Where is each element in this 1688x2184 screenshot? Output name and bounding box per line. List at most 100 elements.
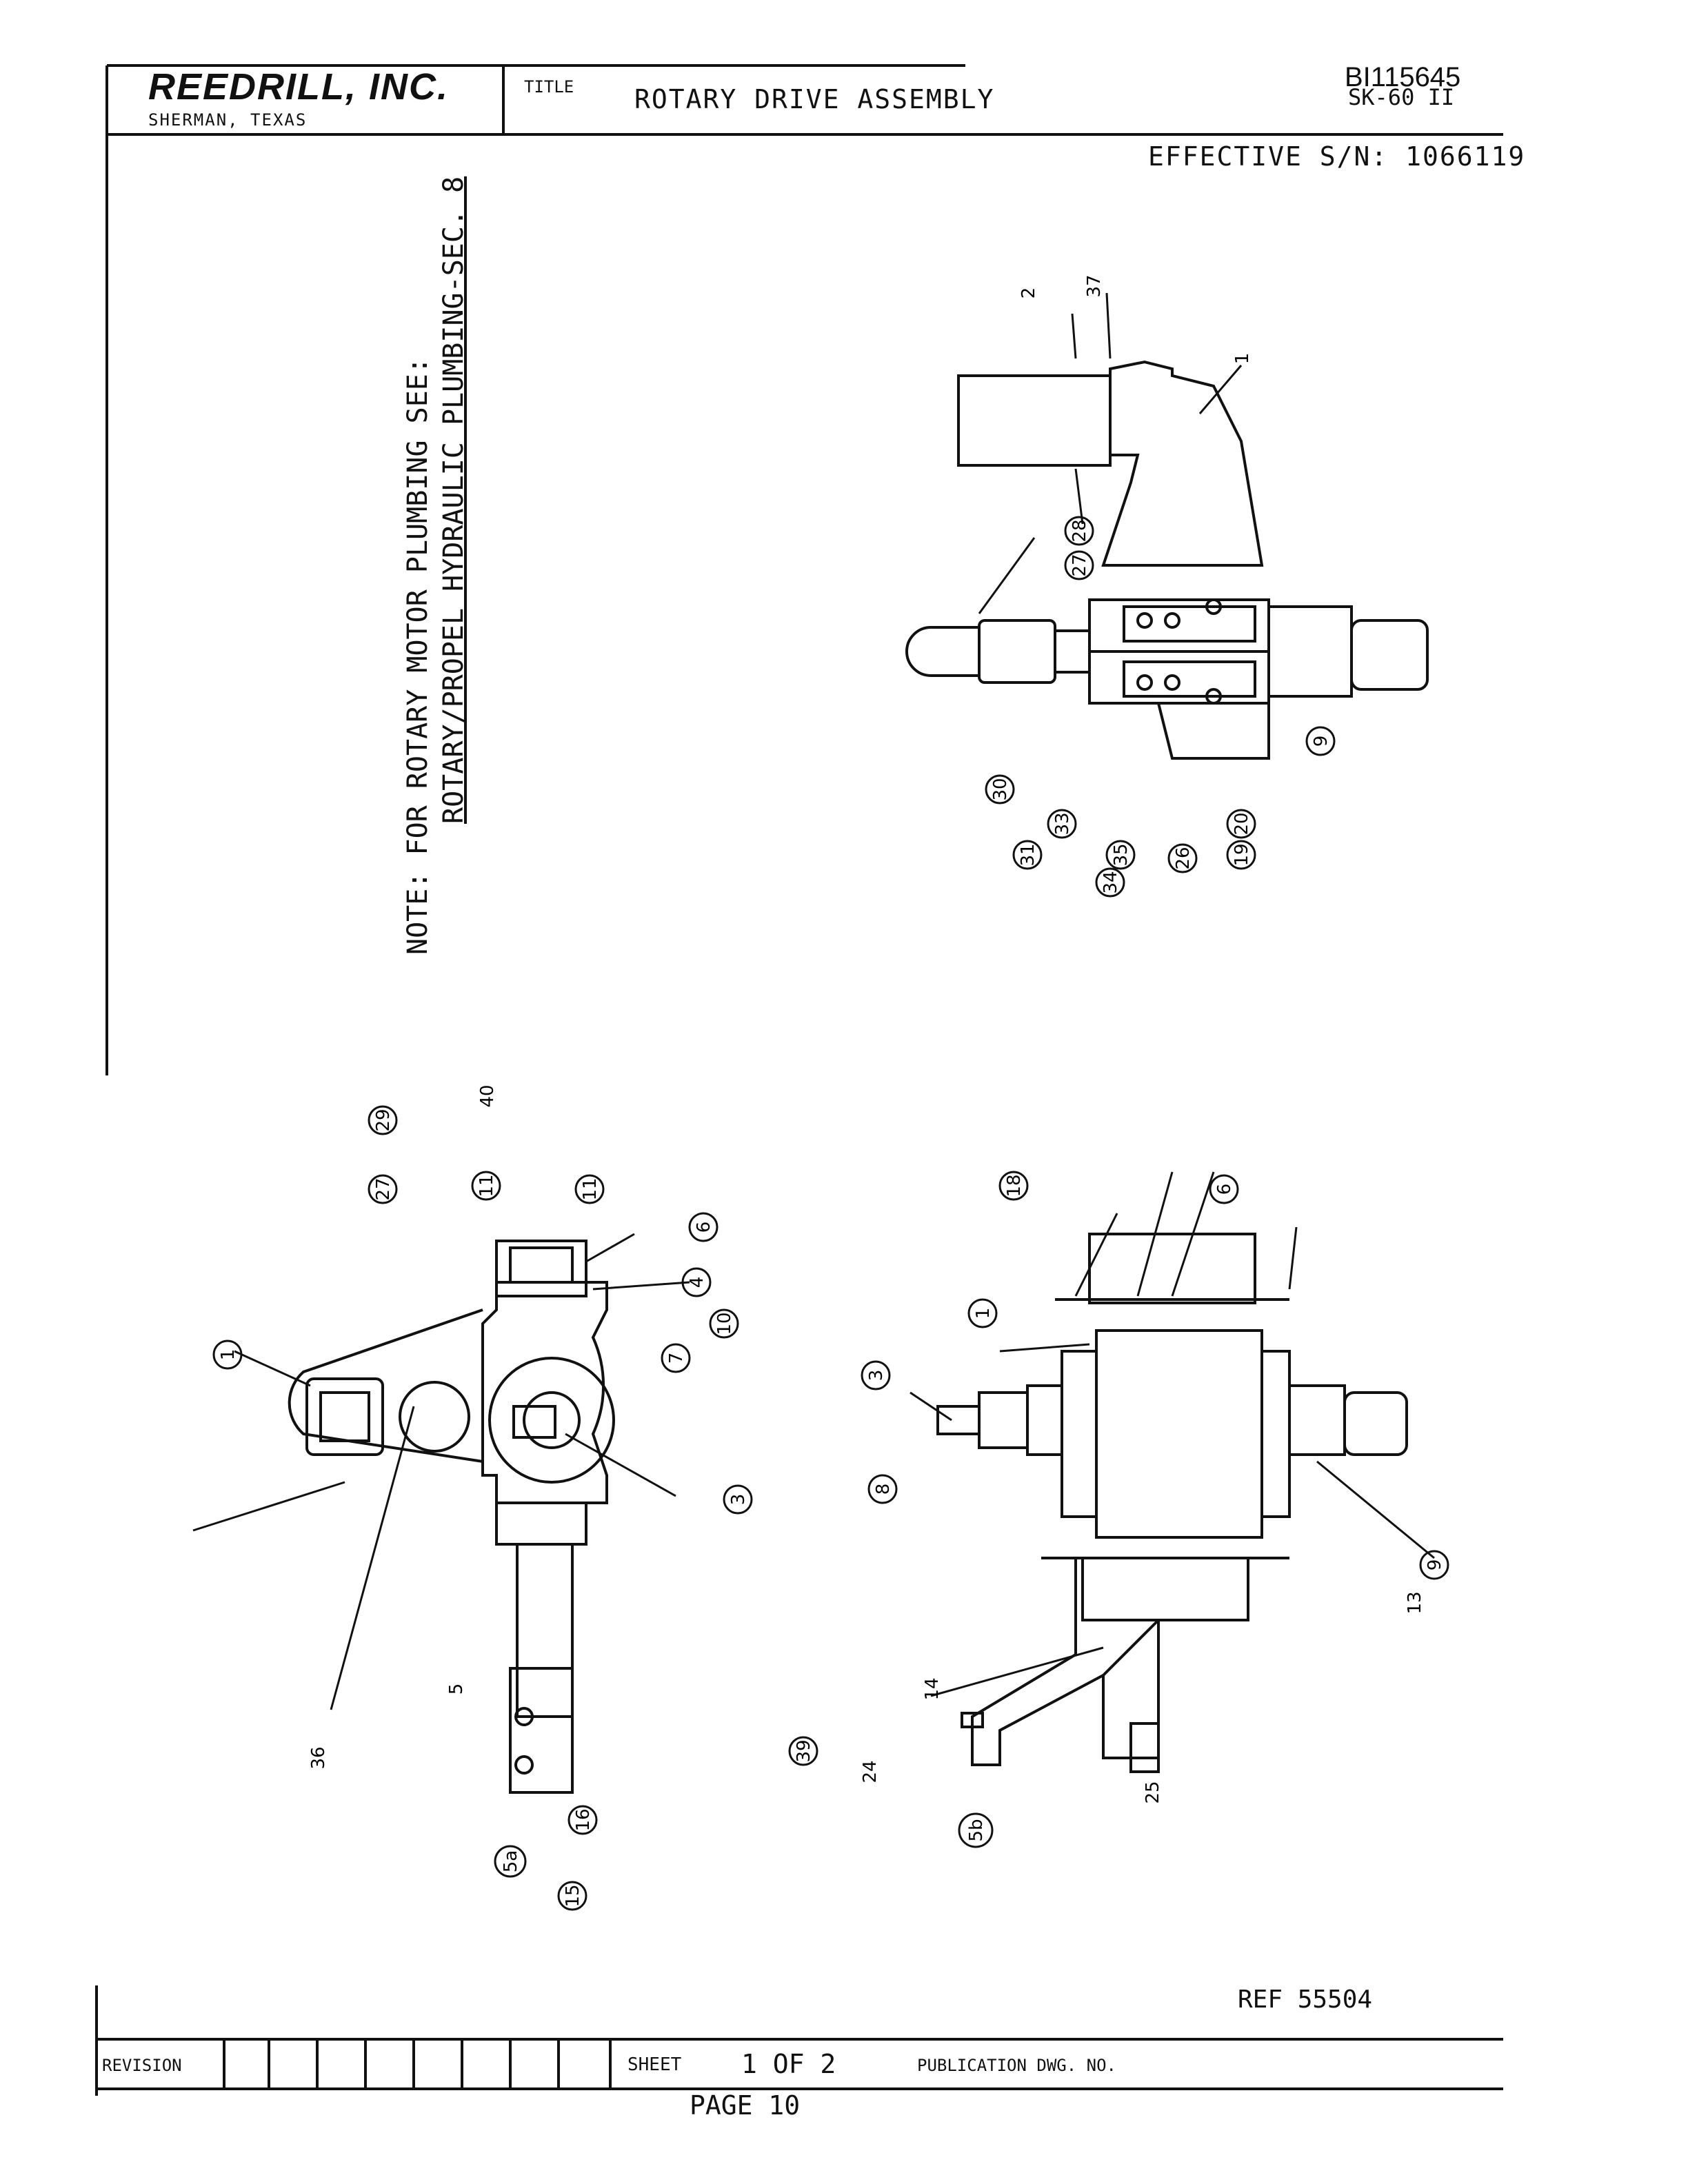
svg-text:27: 27 bbox=[1069, 554, 1090, 576]
svg-text:5: 5 bbox=[446, 1684, 467, 1695]
callout-36: 36 bbox=[308, 1746, 329, 1769]
svg-text:34: 34 bbox=[1101, 871, 1121, 893]
svg-text:28: 28 bbox=[1069, 519, 1090, 542]
callout-5a: 5a bbox=[494, 1845, 527, 1878]
svg-text:5a: 5a bbox=[501, 1850, 521, 1872]
callout-1-front: 1 bbox=[967, 1298, 998, 1328]
svg-text:5b: 5b bbox=[966, 1819, 987, 1841]
callout-14: 14 bbox=[922, 1677, 943, 1700]
svg-text:25: 25 bbox=[1143, 1781, 1163, 1803]
svg-text:30: 30 bbox=[990, 778, 1011, 800]
callout-15: 15 bbox=[557, 1881, 587, 1911]
callout-24: 24 bbox=[860, 1760, 881, 1783]
callout-5b: 5b bbox=[958, 1812, 994, 1848]
callout-27: 27 bbox=[1064, 550, 1094, 580]
svg-text:9: 9 bbox=[1311, 736, 1332, 747]
svg-text:3: 3 bbox=[728, 1494, 749, 1506]
svg-text:39: 39 bbox=[794, 1739, 814, 1762]
svg-text:8: 8 bbox=[873, 1484, 894, 1495]
document-number: BI115645 bbox=[1345, 62, 1461, 92]
svg-text:18: 18 bbox=[1004, 1174, 1025, 1197]
svg-text:1: 1 bbox=[973, 1308, 994, 1320]
svg-text:3: 3 bbox=[866, 1370, 887, 1382]
svg-text:26: 26 bbox=[1173, 847, 1194, 869]
callout-27-left: 27 bbox=[368, 1174, 398, 1204]
svg-text:11: 11 bbox=[476, 1174, 497, 1197]
callout-1: 1 bbox=[1232, 353, 1253, 365]
title-label: TITLE bbox=[524, 77, 574, 97]
callout-1-left: 1 bbox=[212, 1339, 243, 1370]
svg-text:19: 19 bbox=[1232, 843, 1252, 866]
svg-text:6: 6 bbox=[1214, 1184, 1235, 1195]
callout-19: 19 bbox=[1226, 840, 1256, 870]
reference-number: REF 55504 bbox=[1238, 1985, 1373, 2014]
company-name: REEDRILL, INC. bbox=[148, 66, 450, 108]
sheet-value: 1 OF 2 bbox=[741, 2049, 836, 2079]
callout-25: 25 bbox=[1143, 1781, 1163, 1803]
model-number: SK-60 II bbox=[1348, 84, 1455, 110]
callout-6: 6 bbox=[688, 1212, 719, 1242]
page-number: PAGE 10 bbox=[690, 2090, 801, 2121]
svg-text:1: 1 bbox=[218, 1349, 239, 1361]
callout-13: 8 bbox=[867, 1474, 898, 1504]
callout-9: 9 bbox=[1305, 726, 1336, 756]
callout-2: 2 bbox=[1018, 287, 1039, 299]
callout-26: 26 bbox=[1167, 843, 1198, 873]
svg-text:31: 31 bbox=[1018, 843, 1038, 866]
publication-label: PUBLICATION DWG. NO. bbox=[917, 2056, 1116, 2075]
callout-18: 18 bbox=[998, 1171, 1029, 1201]
callout-35: 35 bbox=[1105, 840, 1136, 870]
callout-33: 33 bbox=[1047, 809, 1077, 839]
callout-29: 29 bbox=[368, 1105, 398, 1135]
svg-text:10: 10 bbox=[714, 1312, 735, 1335]
sheet-label: SHEET bbox=[627, 2054, 682, 2075]
callout-4: 4 bbox=[681, 1267, 712, 1297]
svg-text:16: 16 bbox=[573, 1808, 594, 1831]
drawing-frame bbox=[95, 64, 1503, 2096]
callout-3: 3 bbox=[723, 1484, 753, 1515]
top-view-left bbox=[192, 1233, 690, 1794]
svg-text:29: 29 bbox=[373, 1109, 394, 1131]
side-view-upper bbox=[905, 292, 1429, 760]
callout-37: 37 bbox=[1084, 274, 1105, 297]
callout-7: 7 bbox=[661, 1343, 691, 1373]
svg-text:14: 14 bbox=[922, 1677, 943, 1700]
callout-16: 16 bbox=[567, 1805, 598, 1835]
svg-text:20: 20 bbox=[1232, 812, 1252, 835]
svg-text:37: 37 bbox=[1084, 274, 1105, 297]
svg-text:2: 2 bbox=[1018, 287, 1039, 299]
callout-11-b: 11 bbox=[574, 1174, 605, 1204]
callout-8: 13 bbox=[1405, 1591, 1425, 1614]
svg-text:15: 15 bbox=[563, 1884, 583, 1907]
svg-text:35: 35 bbox=[1111, 843, 1132, 866]
callout-30: 30 bbox=[985, 774, 1015, 805]
callout-34: 34 bbox=[1095, 867, 1125, 898]
callout-31: 31 bbox=[1012, 840, 1043, 870]
callout-39: 39 bbox=[788, 1736, 818, 1766]
callout-5: 5 bbox=[446, 1684, 467, 1695]
front-view-lower bbox=[910, 1171, 1435, 1773]
svg-text:7: 7 bbox=[666, 1353, 687, 1364]
svg-text:40: 40 bbox=[477, 1084, 498, 1107]
drawing-title: ROTARY DRIVE ASSEMBLY bbox=[634, 84, 995, 114]
svg-text:4: 4 bbox=[687, 1277, 707, 1288]
callout-20: 20 bbox=[1226, 809, 1256, 839]
svg-text:6: 6 bbox=[694, 1222, 714, 1233]
svg-text:1: 1 bbox=[1232, 353, 1253, 365]
effective-serial: EFFECTIVE S/N: 1066119 bbox=[1148, 141, 1526, 172]
revision-label: REVISION bbox=[102, 2056, 182, 2075]
svg-text:33: 33 bbox=[1052, 812, 1073, 835]
svg-text:11: 11 bbox=[580, 1177, 601, 1200]
callout-11-a: 11 bbox=[471, 1171, 501, 1201]
callout-10: 10 bbox=[709, 1308, 739, 1339]
callout-28: 28 bbox=[1064, 516, 1094, 546]
svg-text:27: 27 bbox=[373, 1177, 394, 1200]
svg-text:24: 24 bbox=[860, 1760, 881, 1783]
callout-9-front: 9 bbox=[1419, 1550, 1449, 1580]
company-location: SHERMAN, TEXAS bbox=[148, 110, 308, 130]
svg-text:36: 36 bbox=[308, 1746, 329, 1769]
svg-text:13: 13 bbox=[1405, 1591, 1425, 1614]
callout-3-front: 3 bbox=[861, 1360, 891, 1391]
